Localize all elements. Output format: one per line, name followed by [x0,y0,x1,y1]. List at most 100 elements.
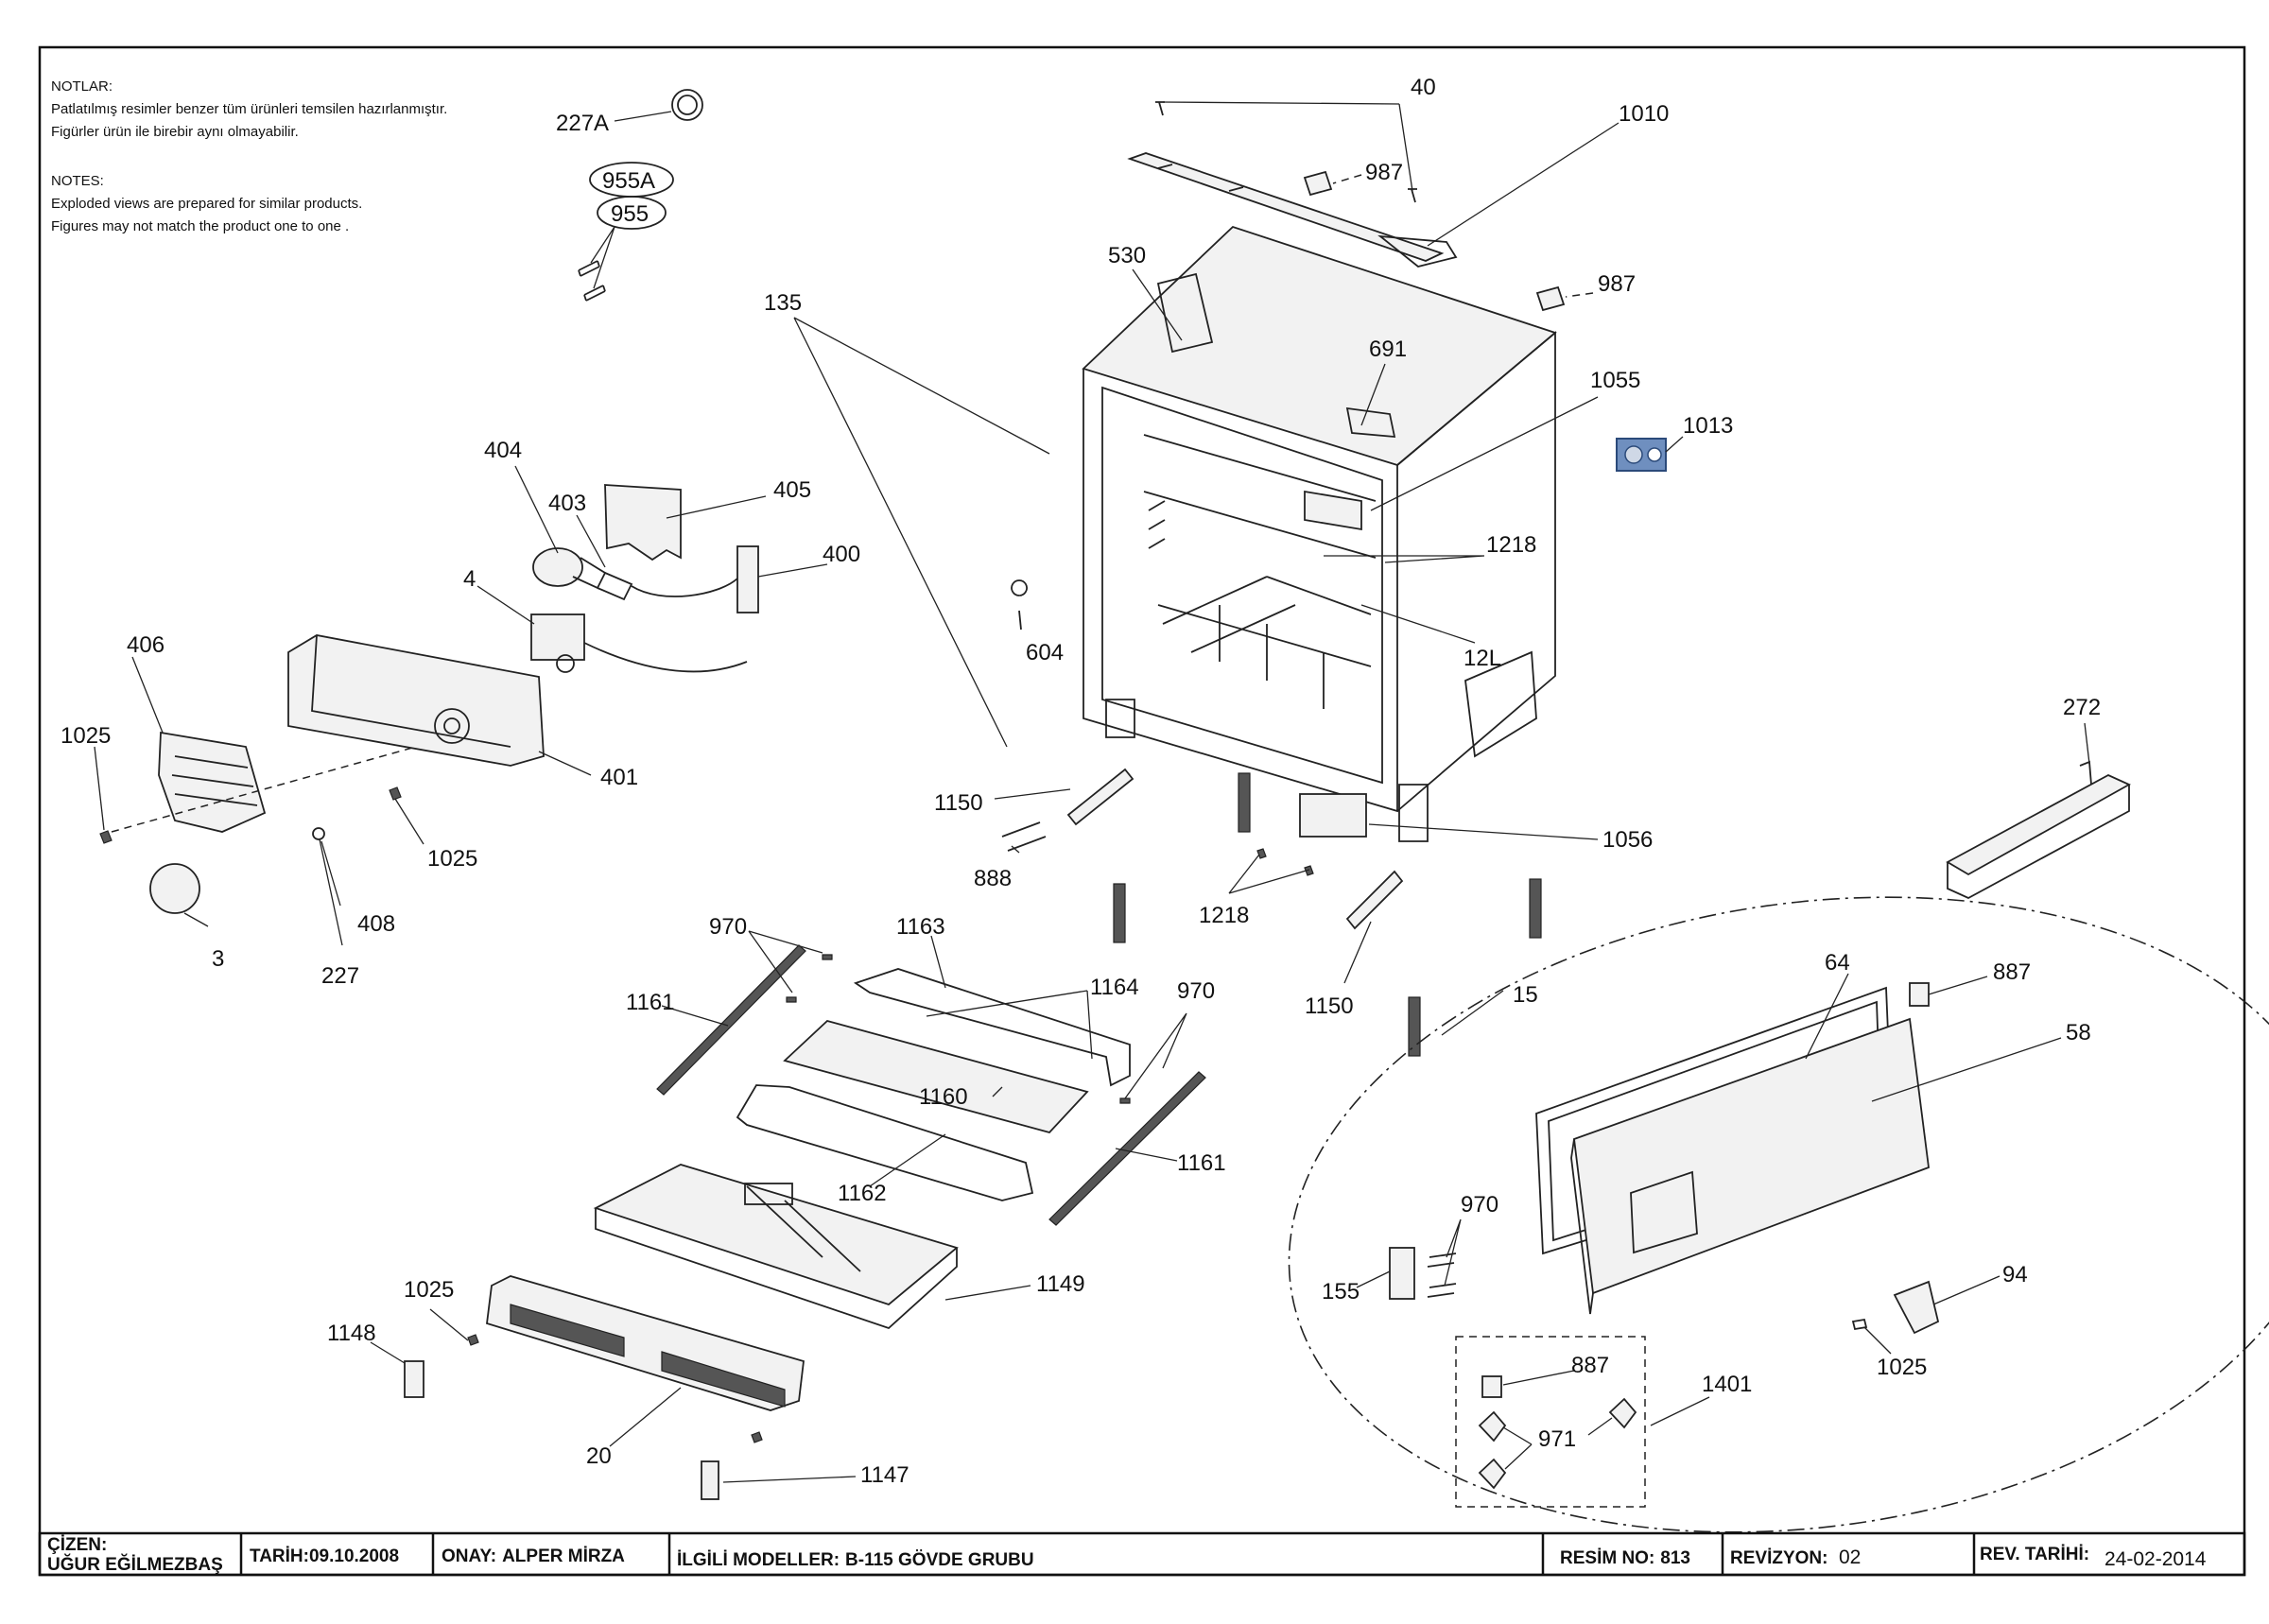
callout-12l: 12L [1464,646,1501,671]
part-887-bushing-kit [1481,1375,1502,1398]
callout-530: 530 [1108,243,1146,268]
part-401-housing [287,634,545,767]
callout-1150-left: 1150 [934,790,983,816]
date-label: TARİH: [250,1546,309,1566]
part-970-screw-a [822,954,833,960]
callout-887-door: 887 [1993,959,2031,985]
callout-1025-door: 1025 [1877,1355,1927,1380]
approval-value: ALPER MİRZA [502,1546,625,1566]
callout-1148: 1148 [327,1321,376,1346]
part-drawings [99,89,2269,1533]
callout-1164: 1164 [1090,975,1139,1000]
callout-1401: 1401 [1702,1372,1752,1397]
callout-987-top: 987 [1365,160,1403,185]
callout-4: 4 [463,566,476,592]
notes-block: NOTLAR: Patlatılmış resimler benzer tüm … [51,78,447,234]
part-1147-clip [701,1460,719,1500]
callout-403: 403 [548,491,586,516]
part-1163-shelf-frame [853,968,1131,1087]
part-887-bushing-top [1909,982,1930,1007]
part-406-lamp-cover [158,731,267,833]
callout-1161-left: 1161 [626,990,675,1015]
callout-64: 64 [1825,950,1850,976]
part-955-screws [578,260,606,302]
callout-15: 15 [1513,982,1538,1008]
callout-1149: 1149 [1036,1271,1085,1297]
notes-tr-line-2: Figürler ürün ile birebir aynı olmayabil… [51,124,299,140]
callout-405: 405 [773,477,811,503]
callout-406: 406 [127,632,165,658]
callout-135: 135 [764,290,802,316]
callout-155: 155 [1322,1279,1360,1304]
part-1025-screw-grille [467,1334,479,1346]
part-1150-bracket-left [1066,768,1134,826]
rev-date-value: 24-02-2014 [2104,1548,2207,1570]
callout-987-right: 987 [1598,271,1636,297]
part-400-connector [631,545,759,613]
callout-401: 401 [600,765,638,790]
part-cabinet-body [1082,225,1557,842]
callout-1218-bottom: 1218 [1199,903,1249,928]
part-1025-screw-left [99,830,113,844]
part-1025-screw-housing [389,786,402,801]
callout-604: 604 [1026,640,1064,665]
part-987-clip-top [1303,170,1333,197]
part-604-bolt [1011,579,1028,631]
callout-1025-housing: 1025 [427,846,477,872]
part-987-clip-right [1535,285,1566,312]
callout-955a: 955A [602,168,655,194]
part-1056-module [1299,793,1367,838]
part-272-plinth [1946,760,2131,900]
part-15-foot-b [1113,883,1126,943]
callout-1025-left: 1025 [61,723,111,749]
part-94-hinge [1893,1280,1940,1335]
leader-lines [94,101,2090,1483]
part-1025-door-screw [1851,1318,1868,1331]
callout-1218-top: 1218 [1486,532,1536,558]
svg-text:ONAY:ALPER MİRZA: ONAY: ALPER MİRZA [442,1546,625,1566]
callout-691: 691 [1369,337,1407,362]
part-15-foot-a [1238,772,1251,833]
part-970-screw-c [1119,1097,1131,1104]
part-40-screw-right [1408,188,1417,203]
date-value: 09.10.2008 [309,1546,399,1566]
callout-94: 94 [2002,1262,2028,1287]
part-888-pins [1001,821,1047,852]
callout-1150-right: 1150 [1305,993,1354,1019]
notes-en-line-2: Figures may not match the product one to… [51,218,349,234]
part-1149-crisper-frame [593,1164,959,1330]
part-3-knob [149,863,200,914]
drawing-no-value: 813 [1660,1548,1690,1568]
part-1148-clip [404,1360,424,1398]
part-15-foot-c [1529,878,1542,939]
part-405-shield [604,484,682,561]
part-971-pin-a [1478,1410,1507,1443]
approval-label: ONAY: [442,1546,496,1566]
callout-888: 888 [974,866,1012,891]
part-1218-screw-b [1304,865,1314,876]
drawing-no-label: RESİM NO: [1560,1548,1654,1568]
callout-1163: 1163 [896,914,945,940]
part-1162-shelf-frame [736,1084,1034,1201]
callout-408: 408 [357,911,395,937]
svg-text:RESİM NO:813: RESİM NO: 813 [1560,1548,1690,1568]
part-970-screw-b [786,996,797,1003]
callout-272: 272 [2063,695,2101,720]
callout-227: 227 [321,963,359,989]
part-404-lamp [532,547,633,601]
callout-1025-grille: 1025 [404,1277,454,1303]
part-1025-screw-clip [751,1431,763,1443]
lamp-axis-line [111,746,417,833]
part-971-pin-c [1608,1397,1637,1429]
svg-text:TARİH:09.10.2008: TARİH:09.10.2008 [250,1546,399,1566]
callout-1013: 1013 [1683,413,1733,439]
part-1010-top-rail [1127,152,1458,268]
part-15-foot-d [1408,996,1421,1057]
part-155-hinge [1389,1247,1415,1300]
part-970-door-screw-b [1427,1283,1457,1298]
callout-955: 955 [611,201,649,227]
models-label: İLGİLİ MODELLER: [677,1550,840,1570]
callout-1055: 1055 [1590,368,1640,393]
callout-227a: 227A [556,111,609,136]
